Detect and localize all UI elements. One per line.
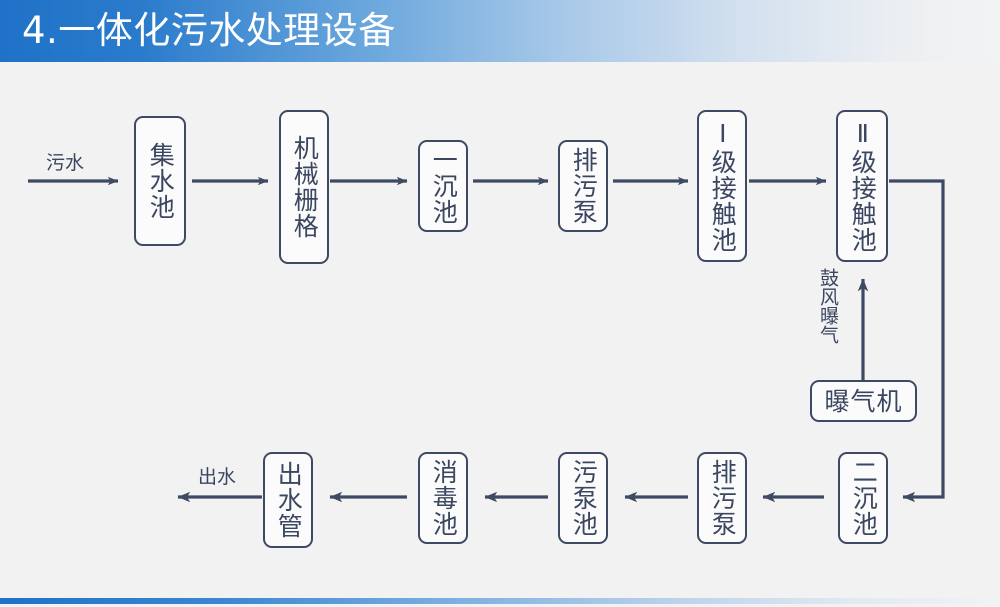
node-secondary-settler[interactable]: 二沉池 <box>838 452 888 544</box>
node-sewage-pump-bottom[interactable]: 排污泵 <box>697 452 747 544</box>
node-label: 排污泵 <box>569 147 599 225</box>
node-label: 一沉池 <box>429 147 459 225</box>
node-sludge-pump-tank[interactable]: 污泵池 <box>558 452 608 544</box>
node-outlet-pipe[interactable]: 出水管 <box>263 452 313 548</box>
node-label: 机械栅格 <box>290 135 320 239</box>
node-contact-tank-2[interactable]: Ⅱ级接触池 <box>836 110 888 262</box>
node-label: 集水池 <box>146 142 176 220</box>
title-bar: 4.一体化污水处理设备 <box>0 0 1000 62</box>
process-flow-diagram: 污水 出水 鼓风曝气 集水池 机械栅格 一沉池 排污泵 Ⅰ级接触池 Ⅱ级接触池 … <box>0 62 1000 598</box>
node-sewage-pump-top[interactable]: 排污泵 <box>558 140 608 232</box>
node-collection-tank[interactable]: 集水池 <box>134 116 186 246</box>
page-title: 4.一体化污水处理设备 <box>22 9 396 52</box>
bottom-accent-bar <box>0 598 1000 604</box>
node-label: Ⅰ级接触池 <box>708 119 738 253</box>
node-label: Ⅱ级接触池 <box>848 119 878 253</box>
outlet-label: 出水 <box>198 466 237 488</box>
node-label: 曝气机 <box>824 386 903 416</box>
aeration-label: 鼓风曝气 <box>817 268 839 344</box>
inlet-label: 污水 <box>46 152 85 174</box>
node-aerator[interactable]: 曝气机 <box>810 380 917 422</box>
node-label: 出水管 <box>274 461 304 539</box>
node-primary-settler[interactable]: 一沉池 <box>418 140 468 232</box>
node-contact-tank-1[interactable]: Ⅰ级接触池 <box>697 110 747 262</box>
flow-connectors <box>28 176 945 503</box>
node-label: 污泵池 <box>569 459 599 537</box>
node-label: 排污泵 <box>708 459 738 537</box>
node-mechanical-grate[interactable]: 机械栅格 <box>279 110 329 264</box>
node-disinfection-tank[interactable]: 消毒池 <box>418 452 468 544</box>
node-label: 二沉池 <box>849 459 879 537</box>
node-label: 消毒池 <box>429 459 459 537</box>
